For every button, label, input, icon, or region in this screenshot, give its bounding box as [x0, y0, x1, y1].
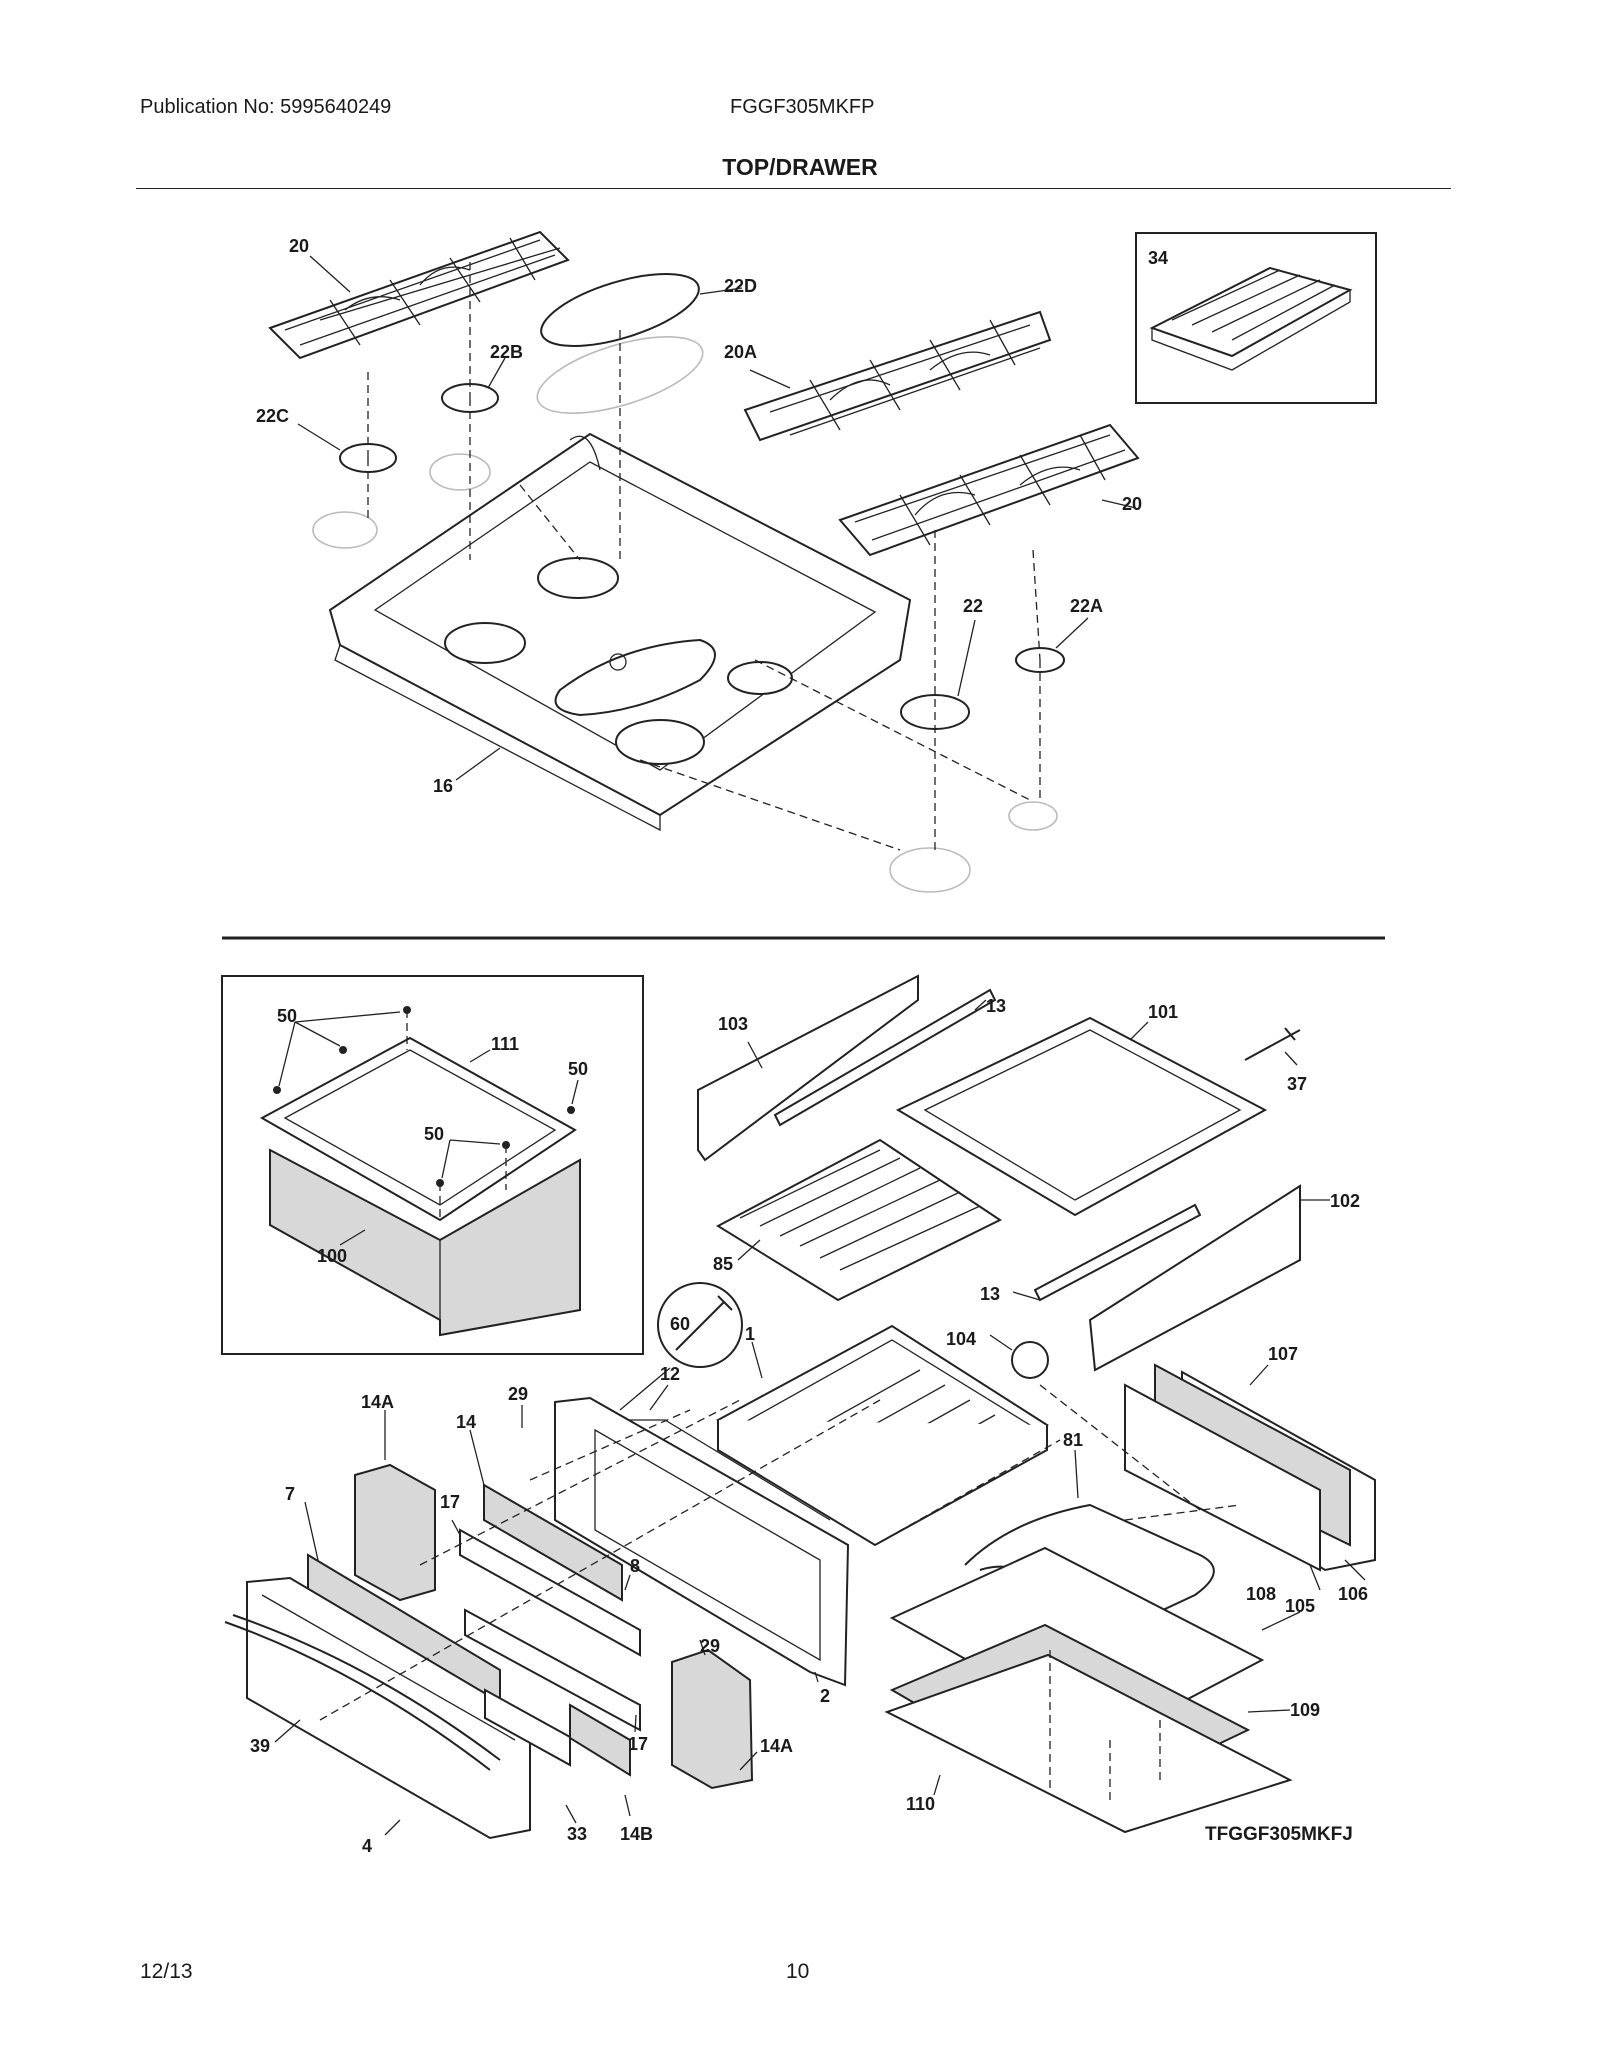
grate-20a — [743, 310, 1052, 442]
drawer-assembly — [221, 974, 1376, 1840]
callout-105: 105 — [1285, 1596, 1315, 1616]
callout-39: 39 — [250, 1736, 270, 1756]
callout-22c: 22C — [256, 406, 289, 426]
callout-22d: 22D — [724, 276, 757, 296]
callout-107: 107 — [1268, 1344, 1298, 1364]
callout-100: 100 — [317, 1246, 347, 1266]
callout-14b: 14B — [620, 1824, 653, 1844]
callout-85: 85 — [713, 1254, 733, 1274]
callout-110: 110 — [906, 1794, 935, 1814]
callout-81: 81 — [1063, 1430, 1083, 1450]
callout-29-bottom: 29 — [700, 1636, 720, 1656]
callout-22a: 22A — [1070, 596, 1103, 616]
callout-50-top: 50 — [277, 1006, 297, 1026]
oven-rack — [715, 1138, 1002, 1302]
callout-8: 8 — [630, 1556, 640, 1576]
callout-17-top: 17 — [440, 1492, 460, 1512]
callout-101: 101 — [1148, 1002, 1178, 1022]
callout-109: 109 — [1290, 1700, 1320, 1720]
footer-date: 12/13 — [140, 1960, 193, 1983]
diagram-code: TFGGF305MKFJ — [1205, 1824, 1353, 1845]
callout-29-top: 29 — [508, 1384, 528, 1404]
callout-106: 106 — [1338, 1584, 1368, 1604]
callout-14a-bottom: 14A — [760, 1736, 793, 1756]
callout-14: 14 — [456, 1412, 476, 1432]
griddle-inset-box — [1135, 232, 1377, 404]
callout-4: 4 — [362, 1836, 372, 1856]
callout-50-center: 50 — [424, 1124, 444, 1144]
callout-60: 60 — [670, 1314, 690, 1334]
callout-12: 12 — [660, 1364, 680, 1384]
callout-2: 2 — [820, 1686, 830, 1706]
callout-104: 104 — [946, 1329, 976, 1349]
cooktop-main — [328, 432, 912, 832]
grate-left — [268, 230, 570, 360]
drawer-front — [224, 1576, 531, 1840]
callout-20-right: 20 — [1122, 494, 1142, 514]
callout-22: 22 — [963, 596, 983, 616]
callout-111: 111 — [491, 1034, 519, 1054]
grate-right — [838, 423, 1140, 557]
publication-number: Publication No: 5995640249 — [140, 96, 392, 118]
callout-102: 102 — [1330, 1191, 1360, 1211]
callout-17-bottom: 17 — [628, 1734, 648, 1754]
callout-20a: 20A — [724, 342, 757, 362]
callout-16: 16 — [433, 776, 453, 796]
callout-22b: 22B — [490, 342, 523, 362]
knob-104 — [1011, 1341, 1049, 1379]
callout-103: 103 — [718, 1014, 748, 1034]
page-number: 10 — [786, 1960, 810, 1983]
callout-13-top: 13 — [986, 996, 1006, 1016]
callout-13-bottom: 13 — [980, 1284, 1000, 1304]
header-divider — [136, 188, 1451, 189]
callout-14a-top: 14A — [361, 1392, 394, 1412]
drawer-body — [716, 1324, 1049, 1547]
callout-20-top-left: 20 — [289, 236, 309, 256]
callout-37: 37 — [1287, 1074, 1307, 1094]
callout-33: 33 — [567, 1824, 587, 1844]
griddle-cover — [536, 273, 704, 414]
model-number: FGGF305MKFP — [730, 96, 875, 118]
callout-34: 34 — [1148, 248, 1168, 268]
section-title: TOP/DRAWER — [722, 154, 878, 180]
cooktop-assembly — [268, 230, 1377, 893]
callout-108: 108 — [1246, 1584, 1276, 1604]
callout-1: 1 — [745, 1324, 755, 1344]
callout-50-right: 50 — [568, 1059, 588, 1079]
callout-7: 7 — [285, 1484, 295, 1504]
